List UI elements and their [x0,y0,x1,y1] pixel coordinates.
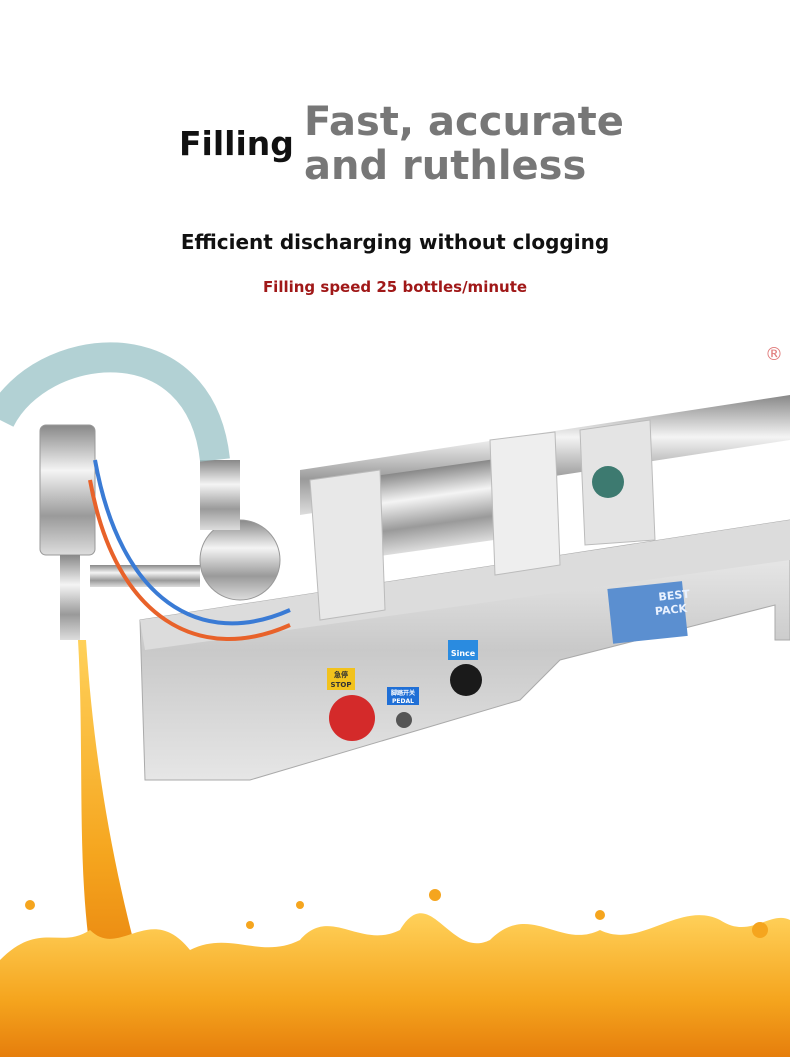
headline: Fast, accurate and ruthless [304,100,624,188]
svg-text:急停: 急停 [334,670,348,679]
headline-line1: Fast, accurate [304,99,624,145]
svg-text:BEST: BEST [658,587,691,603]
svg-text:脚踏开关: 脚踏开关 [391,689,415,697]
selector-knob [450,664,482,696]
liquid-stream [78,640,150,1000]
svg-text:Since: Since [451,649,476,658]
juice-splash [0,913,790,1057]
pedal-label [387,687,419,705]
emergency-stop-button [329,695,375,741]
brand-plate [607,581,688,644]
headline-line2: and ruthless [304,143,587,189]
pedal-socket [396,712,412,728]
svg-text:PEDAL: PEDAL [392,698,414,705]
knob-label [448,640,478,660]
stop-label [327,668,355,690]
svg-text:PACK: PACK [654,602,688,618]
subtitle: Efficient discharging without clogging [180,230,610,254]
svg-text:STOP: STOP [331,681,352,689]
hose [0,342,230,463]
headline-lead: Filling [179,124,294,163]
registered-watermark: ® [765,344,783,365]
filling-speed: Filling speed 25 bottles/minute [262,278,528,296]
